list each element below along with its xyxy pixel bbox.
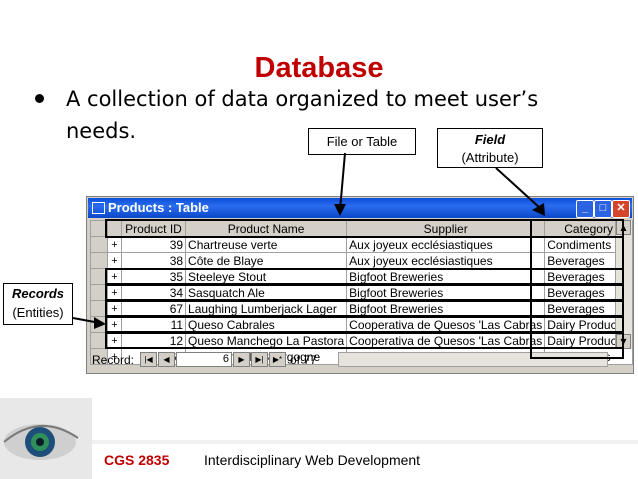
callout-attribute-label: (Attribute) [461, 150, 519, 165]
bullet-text: A collection of data organized to meet u… [66, 87, 539, 143]
expand-icon[interactable]: + [107, 348, 122, 365]
course-code: CGS 2835 [104, 452, 170, 468]
previous-record-button[interactable]: ◀ [158, 352, 175, 367]
next-record-button[interactable]: ▶ [233, 352, 250, 367]
arrow-file-table [339, 152, 346, 211]
record-navigation: Record: |◀ ◀ 6 ▶ ▶| ▶* of 77 [90, 351, 610, 369]
callout-field: Field (Attribute) [437, 128, 543, 168]
close-button[interactable]: ✕ [612, 200, 630, 218]
footer-divider [0, 440, 638, 444]
cell-product-name[interactable]: Côte de Blaye [185, 252, 348, 269]
cell-supplier[interactable]: Aux joyeux ecclésiastiques [346, 236, 546, 253]
record-selector[interactable] [90, 252, 108, 269]
table-icon [92, 202, 105, 214]
callout-file-table-label: File or Table [326, 134, 398, 149]
cell-supplier[interactable]: Aux joyeux ecclésiastiques [346, 252, 546, 269]
current-record-input[interactable]: 6 [176, 352, 232, 367]
table-row[interactable]: + 38 Côte de Blaye Aux joyeux ecclésiast… [90, 252, 633, 269]
record-label: Record: [92, 353, 135, 367]
cell-category[interactable]: Beverages [544, 252, 633, 269]
products-table-window: Products : Table _ □ ✕ Product ID Produc… [86, 196, 634, 374]
slide-title: Database [254, 52, 384, 84]
column-header-product-id[interactable]: Product ID [120, 220, 187, 237]
maximize-button[interactable]: □ [594, 200, 612, 218]
arrow-records-head [94, 317, 106, 329]
column-header-product-name[interactable]: Product Name [185, 220, 348, 237]
window-titlebar[interactable]: Products : Table _ □ ✕ [88, 198, 632, 218]
table-row[interactable]: + 35 Steeleye Stout Bigfoot Breweries Be… [90, 268, 633, 285]
cell-product-id[interactable]: 38 [120, 252, 187, 269]
record-count: of 77 [290, 353, 317, 367]
callout-records-label: Records [11, 286, 65, 301]
arrow-file-table-head [334, 204, 346, 216]
cell-category[interactable]: Beverages [544, 268, 633, 285]
record-selector[interactable] [90, 268, 108, 285]
table-row[interactable]: ▶ + 11 Queso Cabrales Cooperativa de Que… [90, 316, 633, 333]
record-selector[interactable] [90, 348, 108, 365]
products-grid: Product ID Product Name Supplier Categor… [90, 220, 633, 365]
new-record-button[interactable]: ▶* [269, 352, 286, 367]
table-row[interactable]: + 39 Chartreuse verte Aux joyeux ecclési… [90, 236, 633, 253]
course-name: Interdisciplinary Web Development [204, 452, 421, 468]
arrow-field-head [532, 203, 545, 216]
eye-logo-icon [0, 398, 92, 479]
callout-entities-label: (Entities) [12, 305, 64, 320]
cell-supplier[interactable]: Bigfoot Breweries [346, 300, 546, 317]
callout-records: Records (Entities) [3, 283, 73, 325]
record-selector[interactable] [90, 284, 108, 301]
bullet-icon [35, 94, 44, 103]
minimize-button[interactable]: _ [576, 200, 594, 218]
horizontal-scrollbar[interactable] [338, 352, 608, 367]
first-record-button[interactable]: |◀ [140, 352, 157, 367]
callout-file-table: File or Table [308, 128, 416, 155]
last-record-button[interactable]: ▶| [251, 352, 268, 367]
record-selector[interactable] [90, 332, 108, 349]
corner-cell [90, 220, 108, 237]
record-selector[interactable] [90, 300, 108, 317]
callout-field-label: Field [474, 132, 506, 147]
arrow-field [495, 167, 541, 209]
window-title: Products : Table [108, 200, 209, 215]
